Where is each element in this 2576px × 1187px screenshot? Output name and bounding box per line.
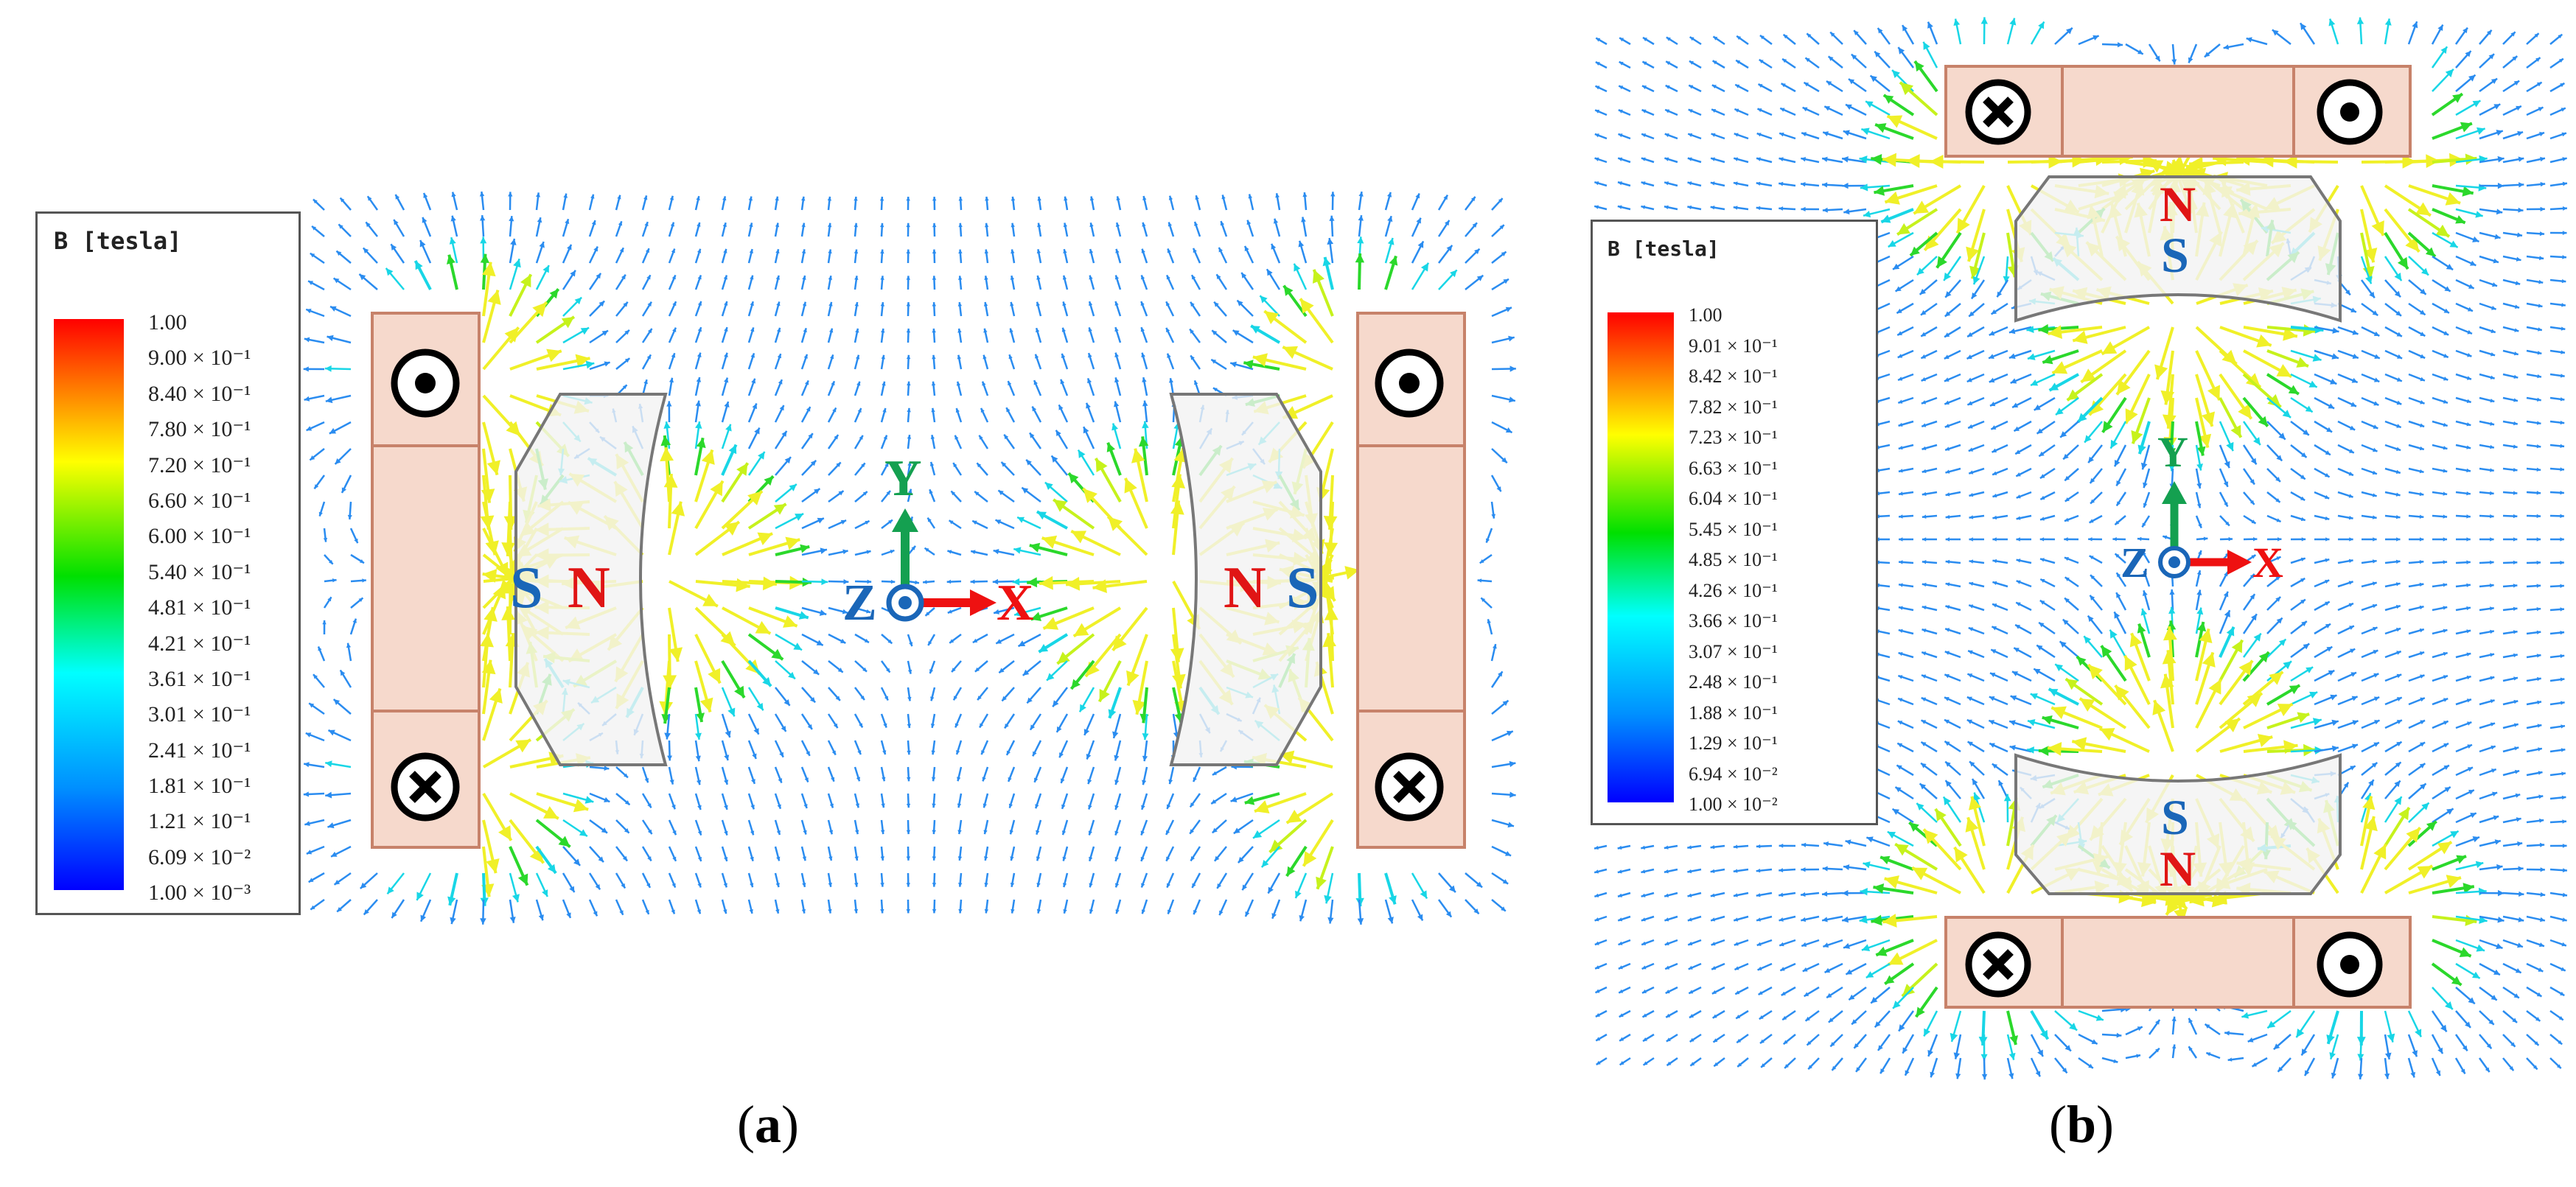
- field-vectors-a: [303, 191, 1516, 925]
- legend-tick-label: 4.26 × 10⁻¹: [1689, 579, 1778, 601]
- axis-label-y: Y: [884, 450, 922, 507]
- legend-tick-label: 1.88 × 10⁻¹: [1689, 701, 1778, 724]
- axis-label-z: Z: [842, 575, 877, 631]
- axis-label-z: Z: [2121, 539, 2149, 587]
- legend-tick-label: 3.61 × 10⁻¹: [148, 666, 251, 691]
- pole-label-s-bottom: S: [2161, 789, 2189, 845]
- legend-tick-label: 7.82 × 10⁻¹: [1689, 396, 1778, 418]
- panel-a: Y X Z S N N S B [tesla] 1.00 9.00 × 10⁻¹ 8…: [35, 191, 1516, 1154]
- pole-label-s-left: S: [510, 556, 543, 620]
- legend-tick-label: 6.00 × 10⁻¹: [148, 524, 251, 549]
- legend-tick-label: 7.20 × 10⁻¹: [148, 452, 251, 477]
- legend-tick-label: 6.09 × 10⁻²: [148, 844, 251, 869]
- legend-tick-label: 1.81 × 10⁻¹: [148, 774, 251, 799]
- legend-tick-label: 9.01 × 10⁻¹: [1689, 335, 1778, 357]
- field-plot-b: [1594, 17, 2568, 1080]
- axis-label-x: X: [996, 575, 1034, 631]
- legend-tick-label: 2.41 × 10⁻¹: [148, 738, 251, 763]
- pole-piece-left-a: [514, 393, 668, 766]
- current-out-icon: [391, 349, 460, 418]
- legend-tick-label: 3.01 × 10⁻¹: [148, 702, 251, 727]
- current-in-icon: [1965, 931, 2031, 998]
- axis-triad-b: [2158, 481, 2252, 578]
- legend-tick-label: 4.85 × 10⁻¹: [1689, 549, 1778, 570]
- legend-tick-label: 5.40 × 10⁻¹: [148, 559, 251, 584]
- pole-piece-right-a: [1169, 393, 1322, 766]
- axis-label-y: Y: [2157, 428, 2188, 476]
- legend-tick-label: 2.48 × 10⁻¹: [1689, 671, 1778, 693]
- current-in-icon: [1375, 752, 1444, 822]
- current-in-icon: [1965, 79, 2031, 145]
- legend-tick-label: 6.94 × 10⁻²: [1689, 763, 1778, 785]
- legend-tick-label: 1.00 × 10⁻³: [148, 880, 251, 906]
- legend-tick-label: 6.63 × 10⁻¹: [1689, 457, 1778, 479]
- legend-title: B [tesla]: [1608, 237, 1720, 261]
- pole-piece-bottom-b: [2014, 753, 2342, 895]
- legend-tick-label: 5.45 × 10⁻¹: [1689, 518, 1778, 540]
- legend-tick-label: 8.40 × 10⁻¹: [148, 381, 251, 406]
- current-out-icon: [1375, 349, 1444, 418]
- legend-tick-label: 4.81 × 10⁻¹: [148, 595, 251, 620]
- pole-piece-top-b: [2014, 175, 2342, 323]
- legend-tick-label: 3.07 × 10⁻¹: [1689, 640, 1778, 662]
- legend-title: B [tesla]: [54, 227, 182, 255]
- legend-tick-label: 4.21 × 10⁻¹: [148, 631, 251, 656]
- current-out-icon: [2317, 79, 2383, 145]
- legend-tick-label: 7.23 × 10⁻¹: [1689, 427, 1778, 448]
- legend-tick-labels: 1.00 9.00 × 10⁻¹ 8.40 × 10⁻¹ 7.80 × 10⁻¹ 7.2…: [148, 305, 251, 911]
- legend-color-bar: [1608, 312, 1674, 802]
- current-in-icon: [391, 752, 460, 822]
- legend-color-bar: [54, 319, 124, 890]
- pole-label-n-bottom: N: [2160, 841, 2196, 897]
- current-out-icon: [2317, 931, 2383, 998]
- pole-label-s-top: S: [2161, 227, 2189, 283]
- legend-tick-label: 9.00 × 10⁻¹: [148, 346, 251, 371]
- panel-b: Y X Z N S S N B [tesla] 1.00 9.01 × 10⁻¹ 8…: [1533, 0, 2576, 1187]
- legend-tick-label: 1.29 × 10⁻¹: [1689, 732, 1778, 754]
- color-legend-b: B [tesla] 1.00 9.01 × 10⁻¹ 8.42 × 10⁻¹ 7.82…: [1591, 220, 1878, 825]
- figure-caption-a: (a): [737, 1095, 799, 1154]
- pole-label-n-top: N: [2160, 176, 2196, 232]
- legend-tick-label: 1.00: [148, 310, 187, 335]
- color-legend-a: B [tesla] 1.00 9.00 × 10⁻¹ 8.40 × 10⁻¹ 7.80…: [35, 211, 301, 915]
- pole-label-n-right: N: [1224, 556, 1266, 620]
- pole-label-s-right: S: [1286, 556, 1319, 620]
- legend-tick-label: 6.60 × 10⁻¹: [148, 488, 251, 513]
- legend-tick-label: 8.42 × 10⁻¹: [1689, 365, 1778, 387]
- legend-tick-label: 6.04 × 10⁻¹: [1689, 488, 1778, 509]
- figure-caption-b: (b): [2049, 1095, 2115, 1154]
- legend-tick-label: 3.66 × 10⁻¹: [1689, 610, 1778, 631]
- legend-tick-label: 1.21 × 10⁻¹: [148, 809, 251, 834]
- legend-tick-label: 7.80 × 10⁻¹: [148, 417, 251, 442]
- legend-tick-label: 1.00: [1689, 304, 1722, 326]
- pole-label-n-left: N: [568, 556, 610, 620]
- axis-triad-a: [886, 508, 996, 622]
- legend-tick-labels: 1.00 9.01 × 10⁻¹ 8.42 × 10⁻¹ 7.82 × 10⁻¹ 7.2…: [1689, 300, 1778, 820]
- field-plot-a: [303, 191, 1516, 925]
- axis-label-x: X: [2252, 539, 2283, 587]
- legend-tick-label: 1.00 × 10⁻²: [1689, 794, 1778, 815]
